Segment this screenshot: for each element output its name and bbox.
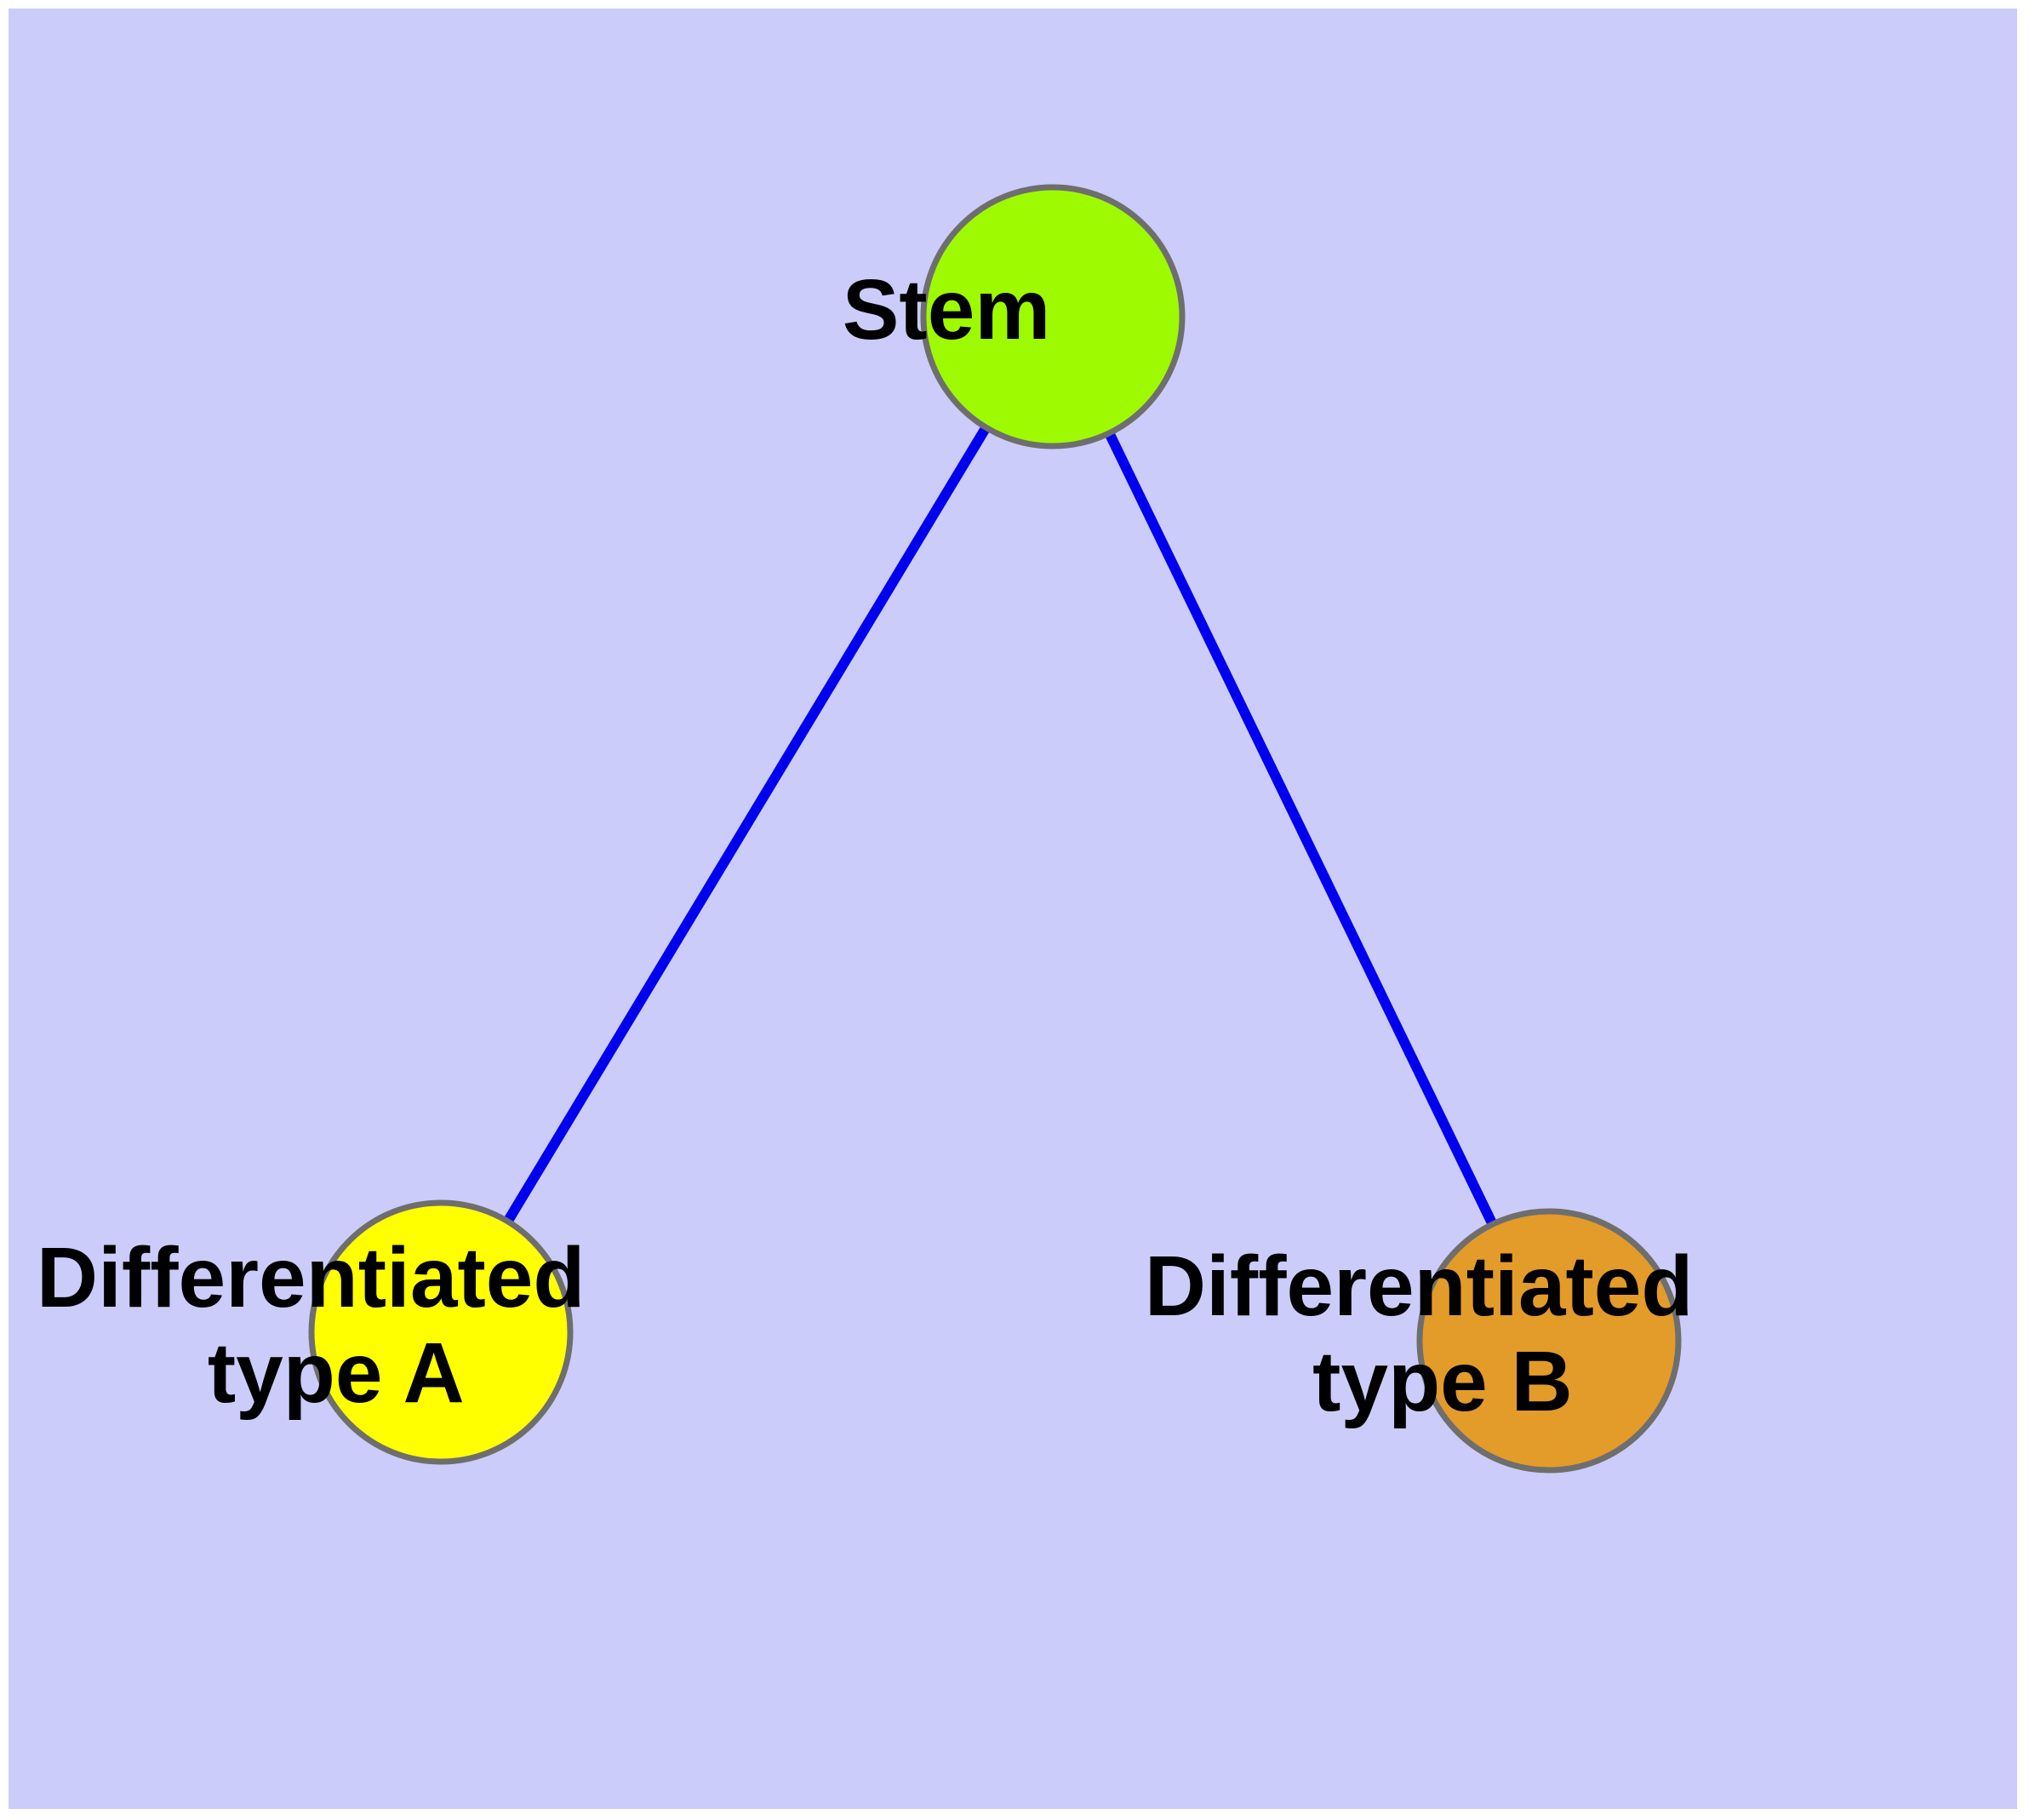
node-differentiated-type-a-label-line-1: Differentiated bbox=[37, 1230, 586, 1325]
node-differentiated-type-a-label: Differentiated type A bbox=[37, 1230, 845, 1421]
node-differentiated-type-a[interactable]: Differentiated type A bbox=[37, 1199, 845, 1465]
node-stem-label: Stem bbox=[843, 262, 1264, 358]
node-differentiated-type-b-circle[interactable] bbox=[1416, 1208, 1682, 1474]
node-differentiated-type-a-label-line-2: type A bbox=[208, 1325, 463, 1421]
node-stem[interactable]: Stem bbox=[843, 184, 1264, 449]
node-differentiated-type-b[interactable]: Differentiated type B bbox=[1145, 1208, 1953, 1474]
node-layer: Stem Differentiated type A Differentiate… bbox=[37, 184, 1953, 1474]
node-differentiated-type-b-label-line-1: Differentiated bbox=[1145, 1239, 1694, 1334]
node-differentiated-type-a-circle[interactable] bbox=[308, 1199, 574, 1465]
edge-layer bbox=[501, 422, 1499, 1229]
node-stem-label-line-1: Stem bbox=[843, 262, 1051, 358]
node-differentiated-type-b-label-line-2: type B bbox=[1312, 1334, 1573, 1429]
edge-stem-to-differentiated-type-a[interactable] bbox=[501, 422, 992, 1227]
edge-stem-to-differentiated-type-b[interactable] bbox=[1103, 428, 1499, 1229]
node-stem-circle[interactable] bbox=[920, 184, 1186, 449]
node-differentiated-type-b-label: Differentiated type B bbox=[1145, 1239, 1953, 1429]
